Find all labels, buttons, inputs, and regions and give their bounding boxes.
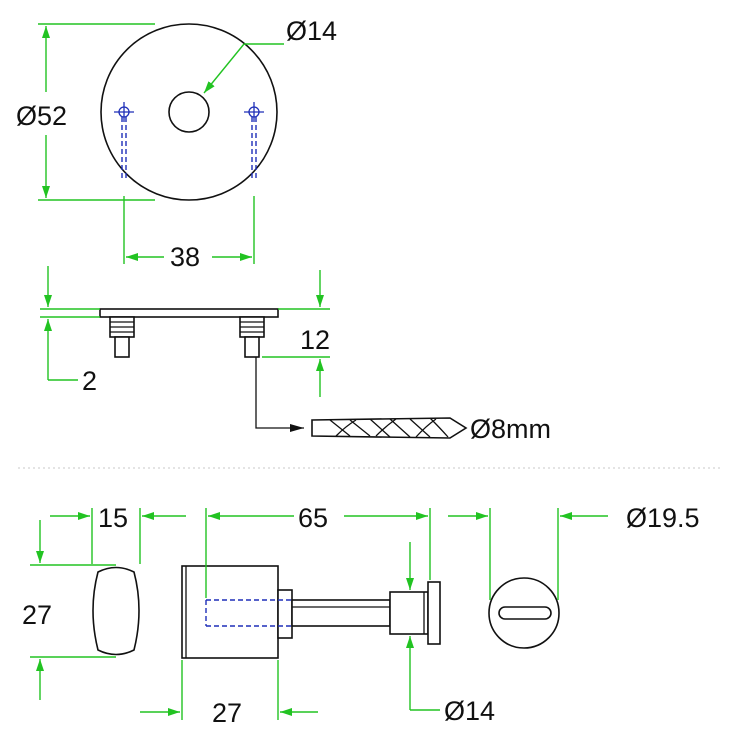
rosette-outer-circle — [100, 23, 278, 201]
outer-diameter-label: Ø52 — [16, 101, 67, 131]
spindle-diameter-label: Ø14 — [444, 696, 495, 726]
screw-spacing-label: 38 — [170, 242, 200, 272]
plate-thickness-dimension: 2 — [40, 266, 100, 396]
hole-diameter-label: Ø14 — [286, 16, 337, 46]
spindle-rod — [291, 599, 391, 627]
indicator-part: Ø19.5 — [448, 503, 700, 649]
screw-hole-left — [114, 102, 134, 178]
spindle-assembly: 65 27 Ø14 — [140, 503, 495, 728]
standoff-height-label: 12 — [300, 325, 330, 355]
standoff-height-dimension: 12 — [262, 270, 330, 397]
drill-diameter-label: Ø8mm — [470, 414, 551, 444]
indicator-diameter-label: Ø19.5 — [626, 503, 700, 533]
rosette-side-view: 2 12 Ø8mm — [40, 266, 551, 444]
spindle-length-label: 65 — [298, 503, 328, 533]
standoff-left — [109, 316, 135, 358]
indicator-disc — [488, 577, 560, 649]
drill-callout: Ø8mm — [255, 357, 551, 444]
screw-spacing-dimension: 38 — [123, 196, 255, 272]
knob-part: 15 27 — [22, 503, 186, 700]
hole-diameter-dimension: Ø14 — [203, 16, 337, 94]
standoff-right — [239, 316, 265, 358]
knob-width-label: 15 — [98, 503, 128, 533]
plate-profile — [99, 308, 279, 318]
indicator-slot — [498, 606, 552, 620]
knob-outline — [92, 566, 140, 656]
plate-thickness-label: 2 — [82, 366, 97, 396]
rosette-front-view: Ø52 Ø14 38 — [16, 16, 337, 272]
body-width-label: 27 — [212, 698, 242, 728]
rosette-center-hole — [168, 91, 210, 133]
outer-diameter-dimension: Ø52 — [16, 23, 155, 201]
screw-hole-right — [244, 102, 264, 178]
drill-bit-icon — [311, 417, 468, 439]
body-block — [181, 565, 279, 659]
knob-height-label: 27 — [22, 600, 52, 630]
